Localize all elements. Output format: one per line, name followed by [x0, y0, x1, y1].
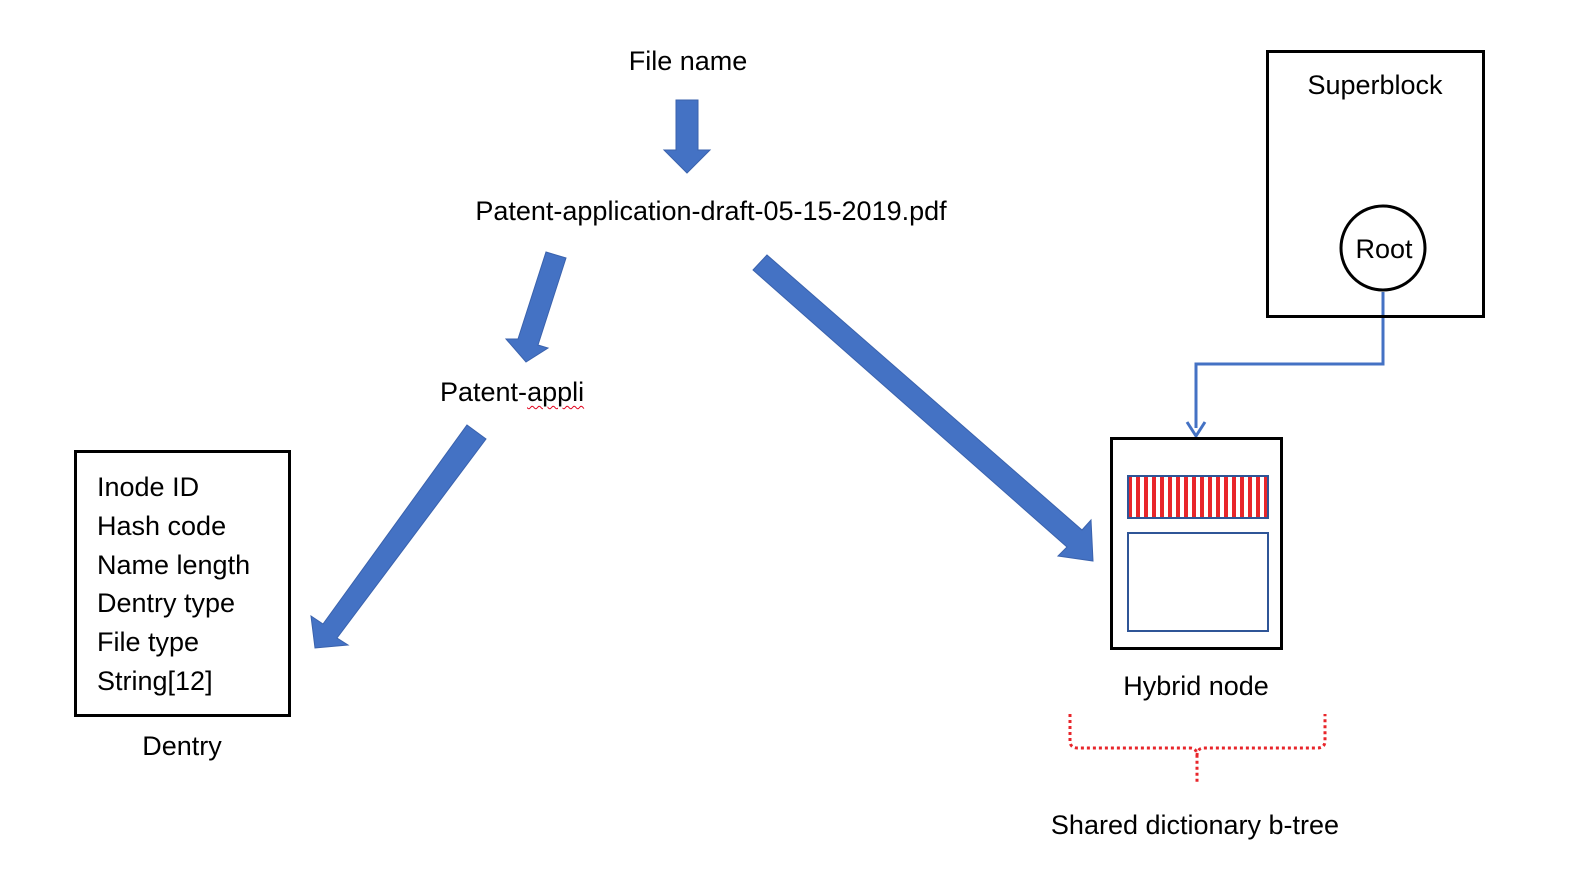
dentry-field-file-type: File type: [97, 627, 200, 658]
arrow-to-hybrid-node: [752, 254, 1094, 562]
file-name-label: File name: [628, 46, 748, 76]
down-arrow: [662, 99, 712, 174]
root-connector-arrowhead: [1185, 421, 1207, 439]
hybrid-node-label: Hybrid node: [1123, 671, 1269, 701]
dotted-brace: [1068, 714, 1327, 782]
dentry-box: [74, 450, 291, 717]
dentry-field-list: Inode ID Hash code Name length Dentry ty…: [97, 468, 250, 701]
data-block: [1127, 532, 1269, 632]
dentry-field-hash-code: Hash code: [97, 510, 227, 541]
dentry-label: Dentry: [142, 731, 222, 761]
hatched-header-block: [1127, 475, 1269, 519]
full-filename-label: Patent-application-draft-05-15-2019.pdf: [475, 196, 947, 226]
arrow-to-truncated-name: [504, 251, 567, 363]
dentry-field-dentry-type: Dentry type: [97, 588, 236, 619]
arrow-to-dentry: [310, 424, 487, 649]
hybrid-node-box: [1110, 437, 1283, 650]
root-label: Root: [1355, 234, 1413, 264]
shared-dictionary-label: Shared dictionary b-tree: [1050, 810, 1340, 840]
superblock-box: [1266, 50, 1485, 318]
superblock-label: Superblock: [1307, 70, 1443, 100]
dentry-field-name-length: Name length: [97, 549, 251, 580]
truncated-name-prefix: Patent-: [440, 377, 528, 407]
truncated-name-label: Patent-appli: [440, 376, 584, 408]
dentry-field-string: String[12]: [97, 665, 213, 696]
root-circle: [1339, 204, 1427, 292]
root-connector-line: [1194, 292, 1385, 428]
dentry-field-inode-id: Inode ID: [97, 472, 200, 502]
truncated-name-suffix: appli: [527, 377, 585, 407]
